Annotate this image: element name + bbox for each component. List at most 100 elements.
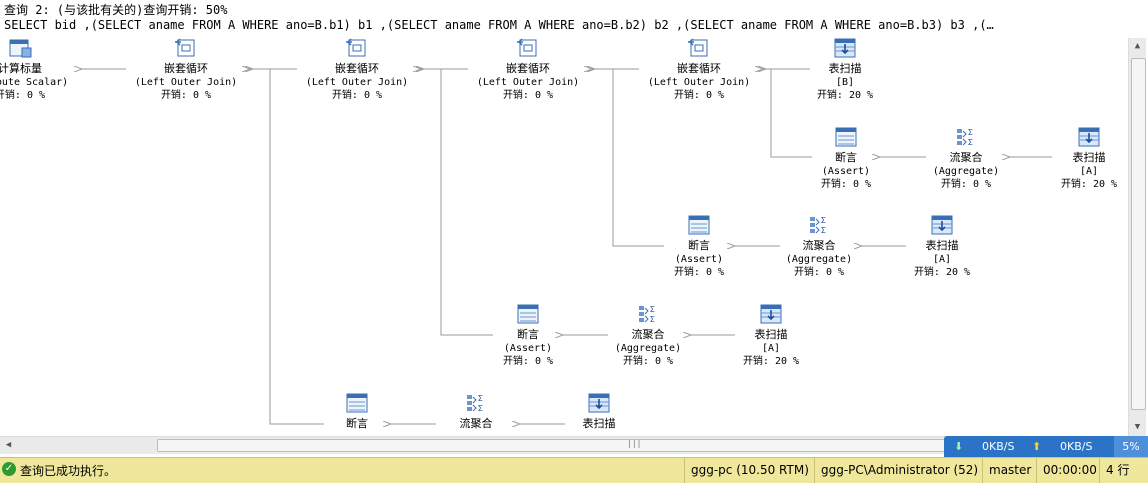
query-cost-header: 查询 2: (与该批有关的)查询开销: 50% [4,3,228,17]
node-name: 流聚合 [631,328,665,341]
node-name: 断言 [517,328,539,341]
node-subtitle: (Compute Scalar) [0,77,69,88]
link-assert1-nl4 [766,69,812,158]
link-assert4-nl1 [253,69,324,425]
nested-loop-icon [516,37,540,59]
scroll-grip-icon: ||| [627,439,642,448]
node-subtitle: (Left Outer Join) [305,77,409,88]
node-name: 断言 [835,151,857,164]
node-name: 表扫描 [582,417,616,430]
query-sql-text: SELECT bid ,(SELECT aname FROM A WHERE a… [4,18,994,32]
assert-icon [687,214,711,236]
scroll-left-arrow-icon[interactable]: ◀ [5,440,12,450]
node-subtitle: (Aggregate) [614,343,682,354]
server-info: ggg-pc (10.50 RTM) [684,458,809,483]
table-scan-icon [1077,126,1101,148]
node-subtitle: (Assert) [821,166,871,177]
node-name: 流聚合 [949,151,983,164]
vertical-scrollbar[interactable]: ▲ ▼ [1128,38,1146,436]
node-subtitle: (Left Outer Join) [647,77,751,88]
cpu-percent: 5% [1114,436,1148,458]
table-scan-icon [833,37,857,59]
node-name: 断言 [688,239,710,252]
node-subtitle: [A] [932,254,952,265]
table-scan-icon [930,214,954,236]
node-cost: 开销: 20 % [816,90,874,101]
node-name: 流聚合 [459,417,493,430]
node-name: 嵌套循环 [164,62,208,75]
node-name: 表扫描 [828,62,862,75]
node-subtitle: (Left Outer Join) [134,77,238,88]
node-cost: 开销: 0 % [502,90,554,101]
node-cost: 开销: 0 % [331,90,383,101]
svg-text:Σ: Σ [968,128,973,137]
execution-plan-pane[interactable]: 查询 2: (与该批有关的)查询开销: 50% SELECT bid ,(SEL… [0,0,1128,436]
upload-speed: 0KB/S [1060,440,1093,453]
node-cost: 开销: 0 % [622,356,674,367]
node-subtitle: (Left Outer Join) [476,77,580,88]
vertical-scroll-thumb[interactable] [1131,58,1146,410]
svg-text:Σ: Σ [968,138,973,147]
node-name: 嵌套循环 [335,62,379,75]
horizontal-scrollbar[interactable]: ◀ ||| ▶ [0,436,1128,454]
success-check-icon: ✓ [2,462,16,476]
assert-icon [834,126,858,148]
node-cost: 开销: 20 % [913,267,971,278]
nested-loop-icon [174,37,198,59]
table-scan-icon [587,392,611,414]
plan-links [0,0,1052,436]
user-info: ggg-PC\Administrator (52) [814,458,978,483]
node-name: 表扫描 [1072,151,1106,164]
node-name: 表扫描 [754,328,788,341]
scroll-down-arrow-icon[interactable]: ▼ [1134,422,1141,432]
svg-text:Σ: Σ [821,216,826,225]
svg-text:Σ: Σ [821,226,826,235]
node-cost: 开销: 0 % [820,179,872,190]
svg-text:Σ: Σ [650,305,655,314]
assert-icon [516,303,540,325]
node-subtitle: [A] [761,343,781,354]
node-name: 计算标量 [0,62,42,75]
status-message: 查询已成功执行。 [20,464,117,478]
node-name: 嵌套循环 [506,62,550,75]
node-cost: 开销: 20 % [1060,179,1118,190]
node-cost: 开销: 0 % [673,90,725,101]
database-name: master [982,458,1031,483]
node-cost: 开销: 0 % [673,267,725,278]
node-subtitle: [B] [835,77,855,88]
svg-text:Σ: Σ [478,394,483,403]
nested-loop-icon [687,37,711,59]
node-name: 嵌套循环 [677,62,721,75]
download-arrow-icon: ⬇ [954,440,964,453]
network-monitor: ⬇ 0KB/S ⬆ 0KB/S 5% [944,436,1148,458]
node-cost: 开销: 0 % [0,90,46,101]
node-cost: 开销: 0 % [793,267,845,278]
upload-arrow-icon: ⬆ [1032,440,1042,453]
svg-text:Σ: Σ [650,315,655,324]
node-cost: 开销: 0 % [160,90,212,101]
nested-loop-icon [345,37,369,59]
node-cost: 开销: 20 % [742,356,800,367]
scroll-up-arrow-icon[interactable]: ▲ [1134,41,1141,51]
compute-scalar-icon [8,37,32,59]
assert-icon [345,392,369,414]
link-assert3-nl2 [424,69,493,336]
node-subtitle: (Assert) [503,343,553,354]
link-assert2-nl3 [595,69,664,247]
node-name: 流聚合 [802,239,836,252]
download-speed: 0KB/S [982,440,1015,453]
node-cost: 开销: 0 % [940,179,992,190]
node-name: 表扫描 [925,239,959,252]
node-subtitle: (Aggregate) [932,166,1000,177]
node-subtitle: [A] [1079,166,1099,177]
row-count: 4 行 [1099,458,1129,483]
node-subtitle: (Assert) [674,254,724,265]
status-bar: ✓ 查询已成功执行。 ggg-pc (10.50 RTM) ggg-PC\Adm… [0,457,1148,483]
elapsed-time: 00:00:00 [1036,458,1097,483]
node-name: 断言 [346,417,368,430]
node-cost: 开销: 0 % [502,356,554,367]
